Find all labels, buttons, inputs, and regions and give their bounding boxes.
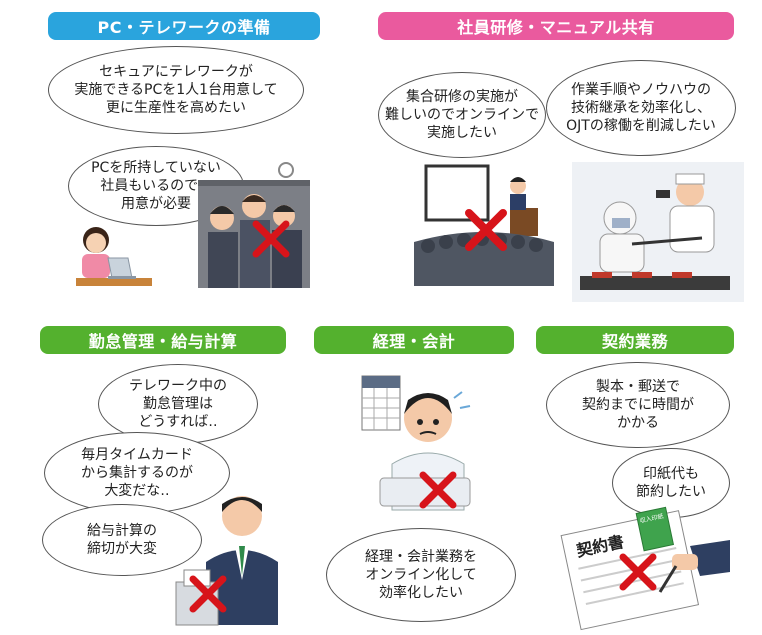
pc-telework-title: PC・テレワークの準備 (48, 12, 320, 40)
cross-icon (189, 575, 227, 613)
craftsmen-illustration (572, 162, 744, 302)
accounting-bubble-1: 経理・会計業務を オンライン化して 効率化したい (326, 528, 516, 622)
contract-bubble-1: 製本・郵送で 契約までに時間が かかる (546, 362, 730, 448)
calendar-icon (361, 375, 401, 431)
pc-telework-bubble-1: セキュアにテレワークが 実施できるPCを1人1台用意して 更に生産性を高めたい (48, 46, 304, 134)
cross-icon (619, 553, 657, 591)
crowded-train-illustration (198, 162, 310, 288)
attendance-bubble-2: 毎月タイムカード から集計するのが 大変だな‥ (44, 432, 230, 514)
cross-icon (465, 209, 507, 251)
attendance-title: 勤怠管理・給与計算 (40, 326, 286, 354)
lecture-hall-illustration (414, 164, 554, 286)
woman-laptop-illustration (76, 227, 152, 286)
attendance-bubble-3: 給与計算の 締切が大変 (42, 504, 202, 576)
cross-icon (419, 471, 457, 509)
training-bubble-2: 作業手順やノウハウの 技術継承を効率化し、 OJTの稼働を削減したい (546, 60, 736, 156)
accounting-title: 経理・会計 (314, 326, 514, 354)
training-title: 社員研修・マニュアル共有 (378, 12, 734, 40)
contract-document-illustration: 契約書 収入印紙 (560, 506, 730, 631)
attendance-bubble-1: テレワーク中の 勤怠管理は どうすれば‥ (98, 364, 258, 444)
training-bubble-1: 集合研修の実施が 難しいのでオンラインで 実施したい (378, 72, 546, 158)
contract-title: 契約業務 (536, 326, 734, 354)
cross-icon (252, 220, 290, 258)
